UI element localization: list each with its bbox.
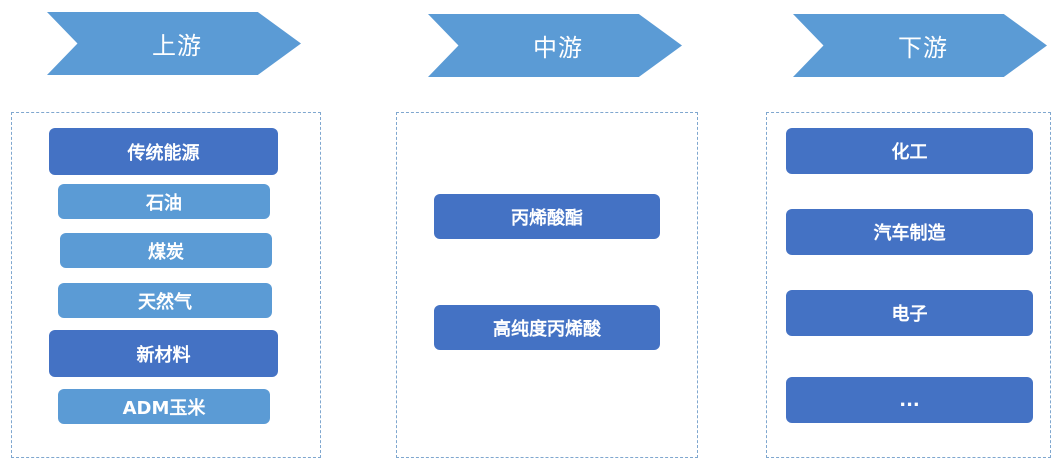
stage-chevron-midstream: 中游 [428, 14, 682, 77]
midstream-item-high-purity-acrylic-acid: 高纯度丙烯酸 [434, 305, 660, 350]
upstream-item-coal: 煤炭 [60, 233, 272, 268]
upstream-item-new-materials: 新材料 [49, 330, 278, 377]
downstream-panel [766, 112, 1051, 458]
stage-title-midstream: 中游 [533, 34, 583, 62]
downstream-item-more: ... [786, 377, 1033, 423]
midstream-item-acrylate: 丙烯酸酯 [434, 194, 660, 239]
upstream-item-oil: 石油 [58, 184, 270, 219]
stage-title-upstream: 上游 [152, 32, 202, 60]
downstream-item-electronics: 电子 [786, 290, 1033, 336]
upstream-item-traditional-energy: 传统能源 [49, 128, 278, 175]
stage-chevron-downstream: 下游 [793, 14, 1047, 77]
stage-title-downstream: 下游 [898, 34, 948, 62]
downstream-item-automotive: 汽车制造 [786, 209, 1033, 255]
upstream-item-natural-gas: 天然气 [58, 283, 272, 318]
upstream-item-adm-corn: ADM玉米 [58, 389, 270, 424]
midstream-panel [396, 112, 698, 458]
upstream-panel [11, 112, 321, 458]
stage-chevron-upstream: 上游 [47, 12, 301, 75]
downstream-item-chemical: 化工 [786, 128, 1033, 174]
